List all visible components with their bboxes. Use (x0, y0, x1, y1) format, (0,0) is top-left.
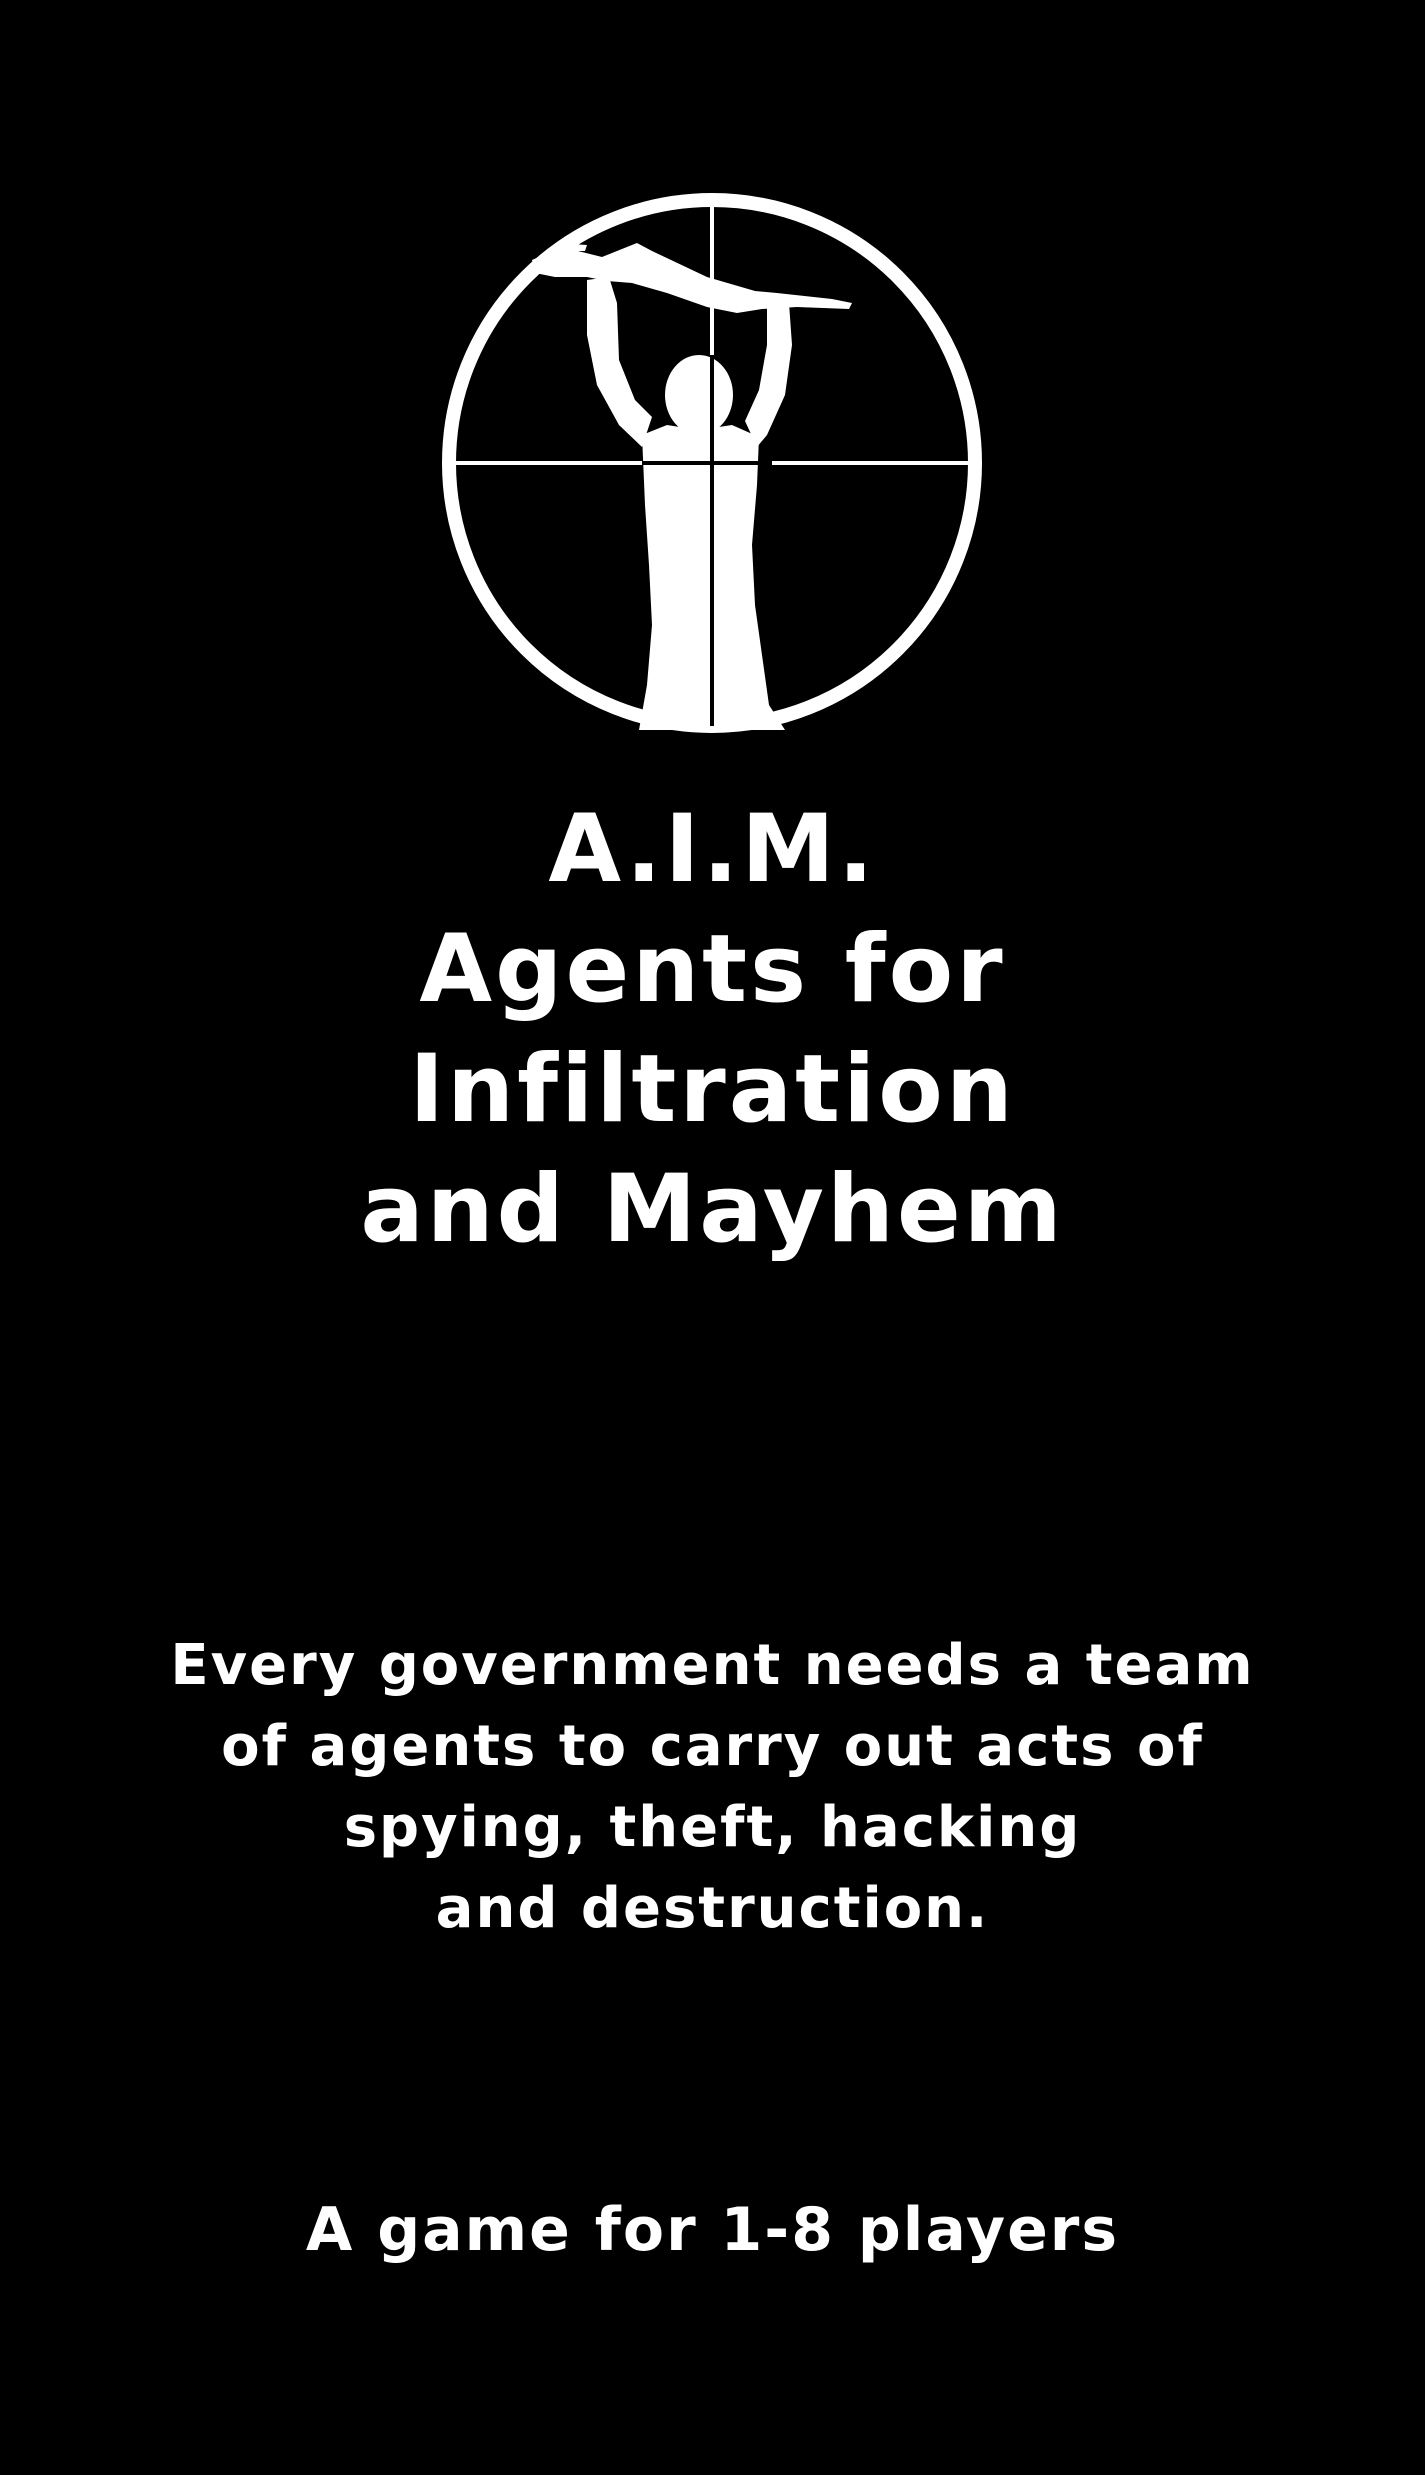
player-count: A game for 1-8 players (305, 2195, 1120, 2265)
game-title: A.I.M. Agents for Infiltration and Mayhe… (0, 790, 1425, 1270)
description-line: of agents to carry out acts of (221, 1714, 1204, 1779)
description-line: Every government needs a team (170, 1633, 1255, 1698)
title-line: A.I.M. (548, 795, 877, 904)
description-line: and destruction. (435, 1876, 990, 1941)
crosshair-agent-with-rifle-icon (442, 193, 982, 733)
description-line: spying, theft, hacking (343, 1795, 1082, 1860)
title-line: Agents for (419, 915, 1006, 1024)
game-description: Every government needs a team of agents … (0, 1625, 1425, 1949)
title-line: and Mayhem (360, 1155, 1065, 1264)
title-line: Infiltration (409, 1035, 1016, 1144)
